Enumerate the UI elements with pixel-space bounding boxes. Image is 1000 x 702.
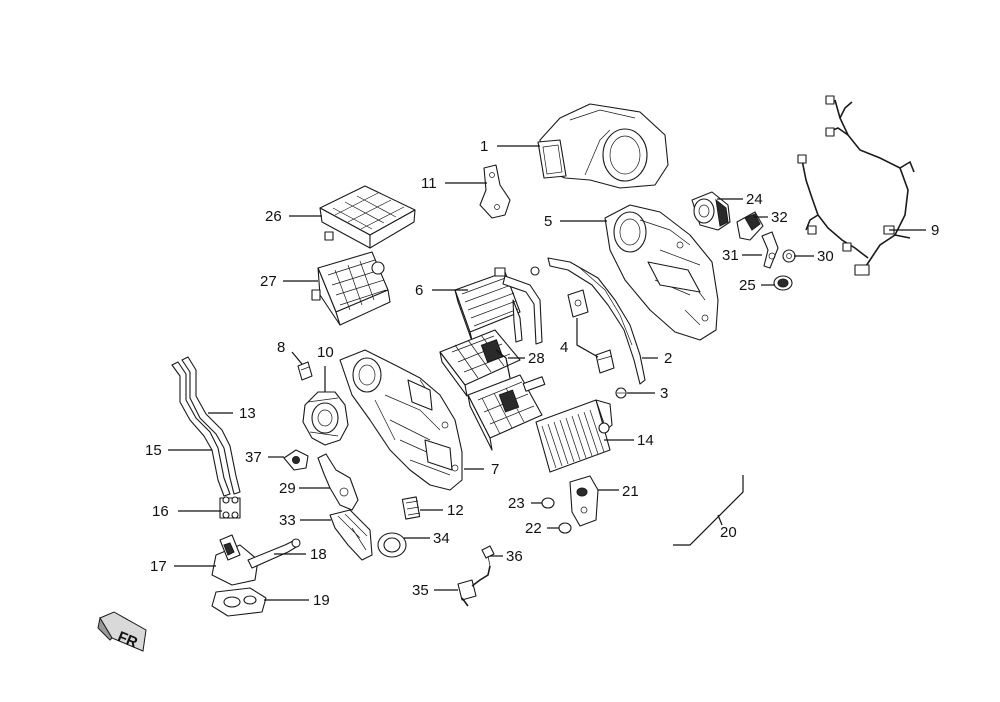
callout-25: 25	[739, 277, 756, 294]
leader-lines	[168, 145, 926, 601]
part-25-grommet	[773, 275, 793, 291]
callout-18: 18	[310, 546, 327, 563]
callout-6: 6	[415, 282, 423, 299]
callout-36: 36	[506, 548, 523, 565]
part-17-18-drain-assembly	[211, 534, 301, 586]
part-20-pipe	[673, 475, 744, 546]
callout-1: 1	[480, 138, 488, 155]
callout-10: 10	[317, 344, 334, 361]
part-8-clip	[297, 361, 313, 381]
callout-34: 34	[433, 530, 450, 547]
callout-28: 28	[528, 350, 545, 367]
part-34-collar	[377, 532, 407, 558]
callout-35: 35	[412, 582, 429, 599]
part-13-15-pipes	[171, 356, 241, 497]
fr-label: FR	[115, 628, 140, 651]
callout-30: 30	[817, 248, 834, 265]
part-30-nut	[782, 249, 796, 263]
callout-23: 23	[508, 495, 525, 512]
part-26-filter-frame	[319, 185, 416, 249]
callout-22: 22	[525, 520, 542, 537]
part-6-heater-core	[454, 267, 543, 345]
part-4-actuator	[567, 289, 615, 374]
callout-9: 9	[931, 222, 939, 239]
callout-27: 27	[260, 273, 277, 290]
part-1-upper-duct	[537, 103, 669, 189]
callout-2: 2	[664, 350, 672, 367]
front-direction-arrow: FR	[97, 611, 147, 652]
part-9-wiring-harness	[797, 95, 915, 276]
part-14-evaporator	[535, 399, 613, 473]
part-16-fitting	[219, 496, 241, 519]
callout-4: 4	[560, 339, 568, 356]
part-28-door-assembly	[439, 329, 546, 451]
callout-3: 3	[660, 385, 668, 402]
part-7-lower-case	[339, 349, 463, 491]
part-33-door-plate	[329, 509, 373, 561]
callout-20: 20	[720, 524, 737, 541]
part-12-connector	[401, 496, 421, 520]
callout-37: 37	[245, 449, 262, 466]
callout-16: 16	[152, 503, 169, 520]
part-3-screw	[530, 266, 627, 399]
part-24-blower-motor	[691, 191, 731, 231]
part-21-expansion-valve	[569, 475, 599, 527]
part-37-flange	[283, 449, 309, 471]
part-31-lever	[761, 231, 779, 269]
callout-17: 17	[150, 558, 167, 575]
callout-labels: 1 2 3 4 5 6 7 8 9 10 11 12 13 14 15 16 1…	[145, 138, 939, 609]
part-32-cover	[736, 211, 764, 241]
part-27-filter-housing	[311, 251, 391, 326]
part-36-bolt	[481, 545, 495, 567]
callout-21: 21	[622, 483, 639, 500]
callout-12: 12	[447, 502, 464, 519]
callout-31: 31	[722, 247, 739, 264]
callout-33: 33	[279, 512, 296, 529]
callout-14: 14	[637, 432, 654, 449]
callout-13: 13	[239, 405, 256, 422]
callout-26: 26	[265, 208, 282, 225]
part-2-seal-rail	[547, 257, 646, 385]
callout-29: 29	[279, 480, 296, 497]
part-29-door-lever	[317, 453, 359, 511]
callout-24: 24	[746, 191, 763, 208]
callout-15: 15	[145, 442, 162, 459]
callout-11: 11	[421, 175, 437, 192]
callout-32: 32	[771, 209, 788, 226]
part-10-blower-scroll	[302, 391, 349, 446]
callout-8: 8	[277, 339, 285, 356]
callout-7: 7	[491, 461, 499, 478]
part-11-bracket	[479, 164, 511, 219]
part-35-sensor	[457, 565, 491, 607]
part-19-gasket	[211, 587, 267, 617]
callout-19: 19	[313, 592, 330, 609]
part-5-main-case	[604, 204, 719, 341]
callout-5: 5	[544, 213, 552, 230]
